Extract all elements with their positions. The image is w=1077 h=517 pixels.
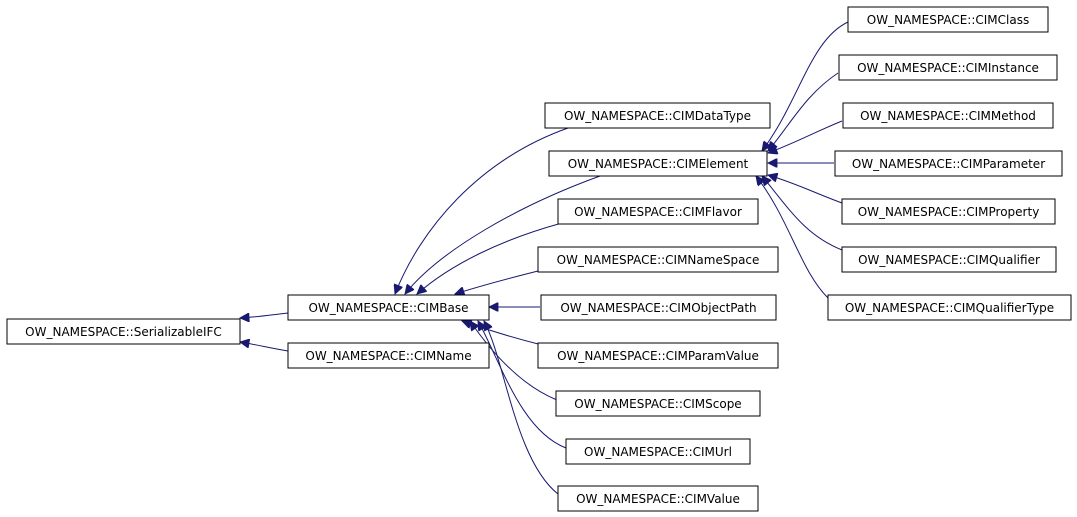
node-cimqualifier[interactable]: OW_NAMESPACE::CIMQualifier xyxy=(841,246,1057,273)
node-cimclass[interactable]: OW_NAMESPACE::CIMClass xyxy=(847,6,1049,33)
node-cimproperty[interactable]: OW_NAMESPACE::CIMProperty xyxy=(841,198,1056,225)
node-ciminstance[interactable]: OW_NAMESPACE::CIMInstance xyxy=(838,54,1058,81)
node-cimparamvalue[interactable]: OW_NAMESPACE::CIMParamValue xyxy=(537,342,779,369)
node-cimnamespace[interactable]: OW_NAMESPACE::CIMNameSpace xyxy=(537,246,779,273)
node-label: OW_NAMESPACE::CIMInstance xyxy=(857,61,1039,75)
edge-cimproperty-to-cimelement xyxy=(768,175,843,204)
node-label: OW_NAMESPACE::CIMClass xyxy=(867,13,1029,27)
node-cimmethod[interactable]: OW_NAMESPACE::CIMMethod xyxy=(842,102,1054,129)
node-label: OW_NAMESPACE::CIMParameter xyxy=(852,157,1045,171)
node-label: OW_NAMESPACE::CIMElement xyxy=(568,157,749,171)
node-label: OW_NAMESPACE::CIMValue xyxy=(576,492,740,506)
edge-cimnamespace-to-cimbase xyxy=(455,269,543,294)
edge-cimclass-to-cimelement xyxy=(762,21,849,151)
node-cimdatatype[interactable]: OW_NAMESPACE::CIMDataType xyxy=(544,102,771,129)
node-label: OW_NAMESPACE::CIMMethod xyxy=(860,109,1036,123)
node-cimscope[interactable]: OW_NAMESPACE::CIMScope xyxy=(555,390,761,417)
edge-cimmethod-to-cimelement xyxy=(768,120,843,153)
node-label: OW_NAMESPACE::CIMScope xyxy=(574,397,741,411)
edge-cimvalue-to-cimbase xyxy=(484,321,559,495)
edges xyxy=(240,21,849,495)
node-serializable[interactable]: OW_NAMESPACE::SerializableIFC xyxy=(6,318,241,345)
node-cimparameter[interactable]: OW_NAMESPACE::CIMParameter xyxy=(834,150,1063,177)
node-label: OW_NAMESPACE::CIMProperty xyxy=(858,205,1040,219)
node-label: OW_NAMESPACE::CIMQualifierType xyxy=(845,301,1054,315)
node-cimurl[interactable]: OW_NAMESPACE::CIMUrl xyxy=(565,438,751,465)
node-label: OW_NAMESPACE::CIMDataType xyxy=(564,109,751,123)
edge-cimqualifier-to-cimelement xyxy=(762,176,843,251)
node-cimqualifiertype[interactable]: OW_NAMESPACE::CIMQualifierType xyxy=(827,294,1072,321)
edge-cimbase-to-serializable xyxy=(240,312,289,318)
edge-cimparamvalue-to-cimbase xyxy=(462,321,543,346)
node-label: OW_NAMESPACE::CIMBase xyxy=(308,301,468,315)
edge-cimflavor-to-cimbase xyxy=(417,222,563,294)
node-label: OW_NAMESPACE::CIMObjectPath xyxy=(560,301,756,315)
edge-cimelement-to-cimbase xyxy=(405,175,601,294)
node-cimname[interactable]: OW_NAMESPACE::CIMName xyxy=(287,342,490,369)
edge-ciminstance-to-cimelement xyxy=(768,72,839,151)
node-cimflavor[interactable]: OW_NAMESPACE::CIMFlavor xyxy=(557,198,759,225)
edge-cimqualifiertype-to-cimelement xyxy=(756,176,829,299)
node-cimelement[interactable]: OW_NAMESPACE::CIMElement xyxy=(548,150,768,177)
nodes: OW_NAMESPACE::SerializableIFC OW_NAMESPA… xyxy=(6,6,1072,512)
edge-cimscope-to-cimbase xyxy=(470,321,558,401)
node-cimbase[interactable]: OW_NAMESPACE::CIMBase xyxy=(287,294,490,321)
node-label: OW_NAMESPACE::CIMUrl xyxy=(584,445,732,459)
node-label: OW_NAMESPACE::CIMQualifier xyxy=(858,253,1040,267)
node-cimobjectpath[interactable]: OW_NAMESPACE::CIMObjectPath xyxy=(540,294,777,321)
node-label: OW_NAMESPACE::CIMParamValue xyxy=(557,349,759,363)
node-label: OW_NAMESPACE::SerializableIFC xyxy=(25,325,222,339)
node-cimvalue[interactable]: OW_NAMESPACE::CIMValue xyxy=(557,485,759,512)
node-label: OW_NAMESPACE::CIMNameSpace xyxy=(557,253,760,267)
node-label: OW_NAMESPACE::CIMFlavor xyxy=(574,205,742,219)
edge-cimname-to-serializable xyxy=(240,342,289,352)
node-label: OW_NAMESPACE::CIMName xyxy=(305,349,471,363)
edge-cimdatatype-to-cimbase xyxy=(395,127,569,294)
edge-cimurl-to-cimbase xyxy=(478,321,567,449)
